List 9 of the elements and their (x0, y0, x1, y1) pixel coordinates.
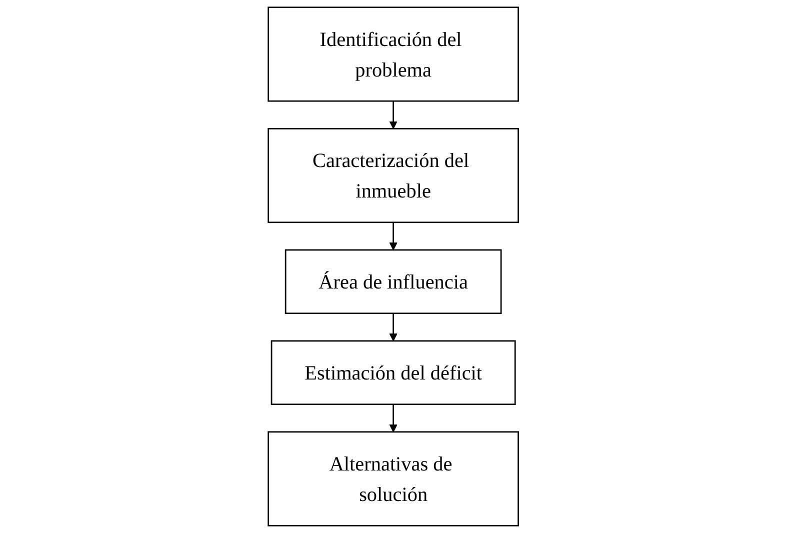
arrow (388, 222, 398, 250)
arrow (388, 101, 398, 130)
node-box: Identificación del problema (267, 6, 519, 102)
node-box: Área de influencia (284, 249, 502, 314)
node-box: Caracterización del inmueble (267, 128, 519, 224)
node-box: Estimación del déficit (270, 340, 516, 406)
arrow (388, 404, 398, 432)
arrow (388, 313, 398, 342)
node-box: Alternativas de solución (267, 431, 519, 526)
